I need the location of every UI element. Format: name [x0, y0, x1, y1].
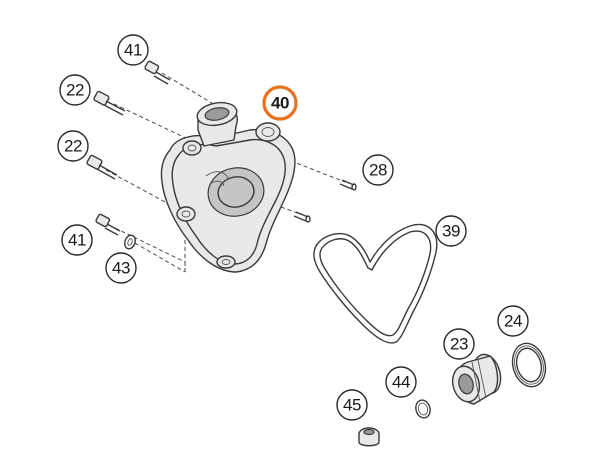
callout-43[interactable]: 43 [105, 252, 137, 284]
callout-label: 41 [68, 231, 86, 250]
callout-40-highlighted[interactable]: 40 [262, 85, 298, 121]
washer-43 [124, 234, 136, 250]
highlight-ring [262, 85, 298, 121]
bolt-22-lower [86, 154, 118, 180]
bolt-22-upper [93, 90, 126, 116]
gasket-39 [313, 223, 438, 344]
screw-plug-45 [358, 427, 380, 447]
bolt-41-lower [95, 213, 121, 236]
seal-ring-24 [511, 342, 547, 388]
callout-24[interactable]: 24 [497, 305, 529, 337]
callout-22[interactable]: 22 [59, 74, 91, 106]
callout-label: 28 [369, 161, 387, 180]
callout-label: 23 [450, 335, 468, 354]
callout-39[interactable]: 39 [435, 215, 467, 247]
callout-label: 44 [392, 373, 410, 392]
callout-22[interactable]: 22 [57, 130, 89, 162]
bolt-41-top [144, 60, 171, 85]
water-pump-cover [160, 101, 296, 273]
seal-housing-23 [451, 353, 502, 405]
callout-label: 41 [124, 41, 142, 60]
callout-28[interactable]: 28 [362, 154, 394, 186]
callout-label: 22 [66, 81, 84, 100]
callout-label: 24 [504, 312, 522, 331]
o-ring-44 [415, 399, 431, 419]
callout-label: 22 [64, 137, 82, 156]
callout-label: 43 [112, 259, 130, 278]
callout-44[interactable]: 44 [385, 366, 417, 398]
callout-41[interactable]: 41 [61, 224, 93, 256]
callout-label: 39 [442, 222, 460, 241]
callout-45[interactable]: 45 [336, 389, 368, 421]
callout-label: 40 [271, 94, 289, 113]
callout-label: 45 [343, 396, 361, 415]
callout-41[interactable]: 41 [117, 34, 149, 66]
callout-23[interactable]: 23 [443, 328, 475, 360]
dowel-pin-28 [293, 179, 357, 223]
